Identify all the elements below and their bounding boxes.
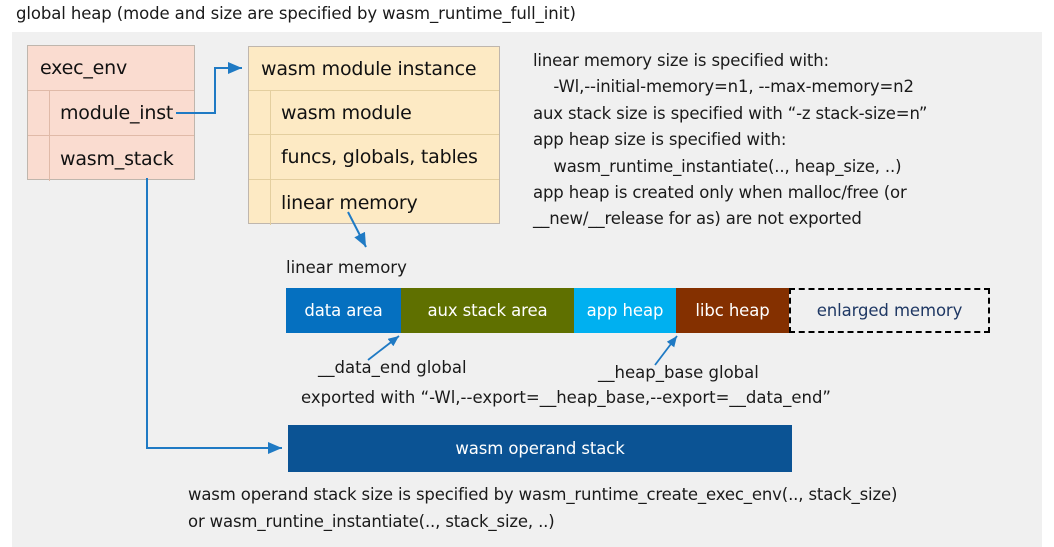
exec-env-header-row: exec_env [28,46,194,91]
exec-env-field-module-inst[interactable]: module_inst [28,91,194,136]
indent-spacer [249,135,271,179]
indent-spacer [249,91,271,134]
wasm-module-label: wasm module [281,101,412,124]
wasm-stack-label: wasm_stack [60,147,174,170]
wasm-operand-stack-box[interactable]: wasm operand stack [288,425,792,472]
exec-env-title: exec_env [40,57,128,79]
annotation-data-end: __data_end global [318,358,467,377]
linear-memory-field-label: linear memory [281,191,418,214]
module-inst-label: module_inst [60,102,174,124]
wasm-operand-stack-label: wasm operand stack [455,439,625,458]
memory-segment-libc-heap[interactable]: libc heap [676,288,789,333]
indent-spacer [28,136,50,181]
wasm-module-instance-box: wasm module instance wasm module funcs, … [248,46,500,225]
exec-env-field-wasm-stack[interactable]: wasm_stack [28,136,194,181]
operand-stack-footer-note: wasm operand stack size is specified by … [188,485,898,531]
memory-config-notes: linear memory size is specified with: -W… [533,51,928,229]
page-title: global heap (mode and size are specified… [16,4,576,23]
module-instance-field-linear-memory[interactable]: linear memory [249,180,499,225]
linear-memory-bar: data area aux stack area app heap libc h… [286,288,990,333]
module-instance-header-row: wasm module instance [249,47,499,91]
linear-memory-caption: linear memory [286,258,407,277]
module-instance-field-funcs-globals-tables[interactable]: funcs, globals, tables [249,135,499,180]
funcs-globals-tables-label: funcs, globals, tables [281,146,478,168]
indent-spacer [249,180,271,225]
module-instance-title: wasm module instance [261,57,477,80]
annotation-heap-base: __heap_base global [598,363,759,382]
memory-segment-app-heap[interactable]: app heap [574,288,676,333]
exec-env-box: exec_env module_inst wasm_stack [27,45,195,181]
memory-segment-aux-stack-area[interactable]: aux stack area [401,288,574,333]
annotation-exported-with: exported with “-Wl,--export=__heap_base,… [301,388,831,407]
memory-segment-enlarged-memory[interactable]: enlarged memory [789,288,990,333]
indent-spacer [28,91,50,135]
module-instance-field-wasm-module[interactable]: wasm module [249,91,499,135]
memory-segment-data-area[interactable]: data area [286,288,401,333]
